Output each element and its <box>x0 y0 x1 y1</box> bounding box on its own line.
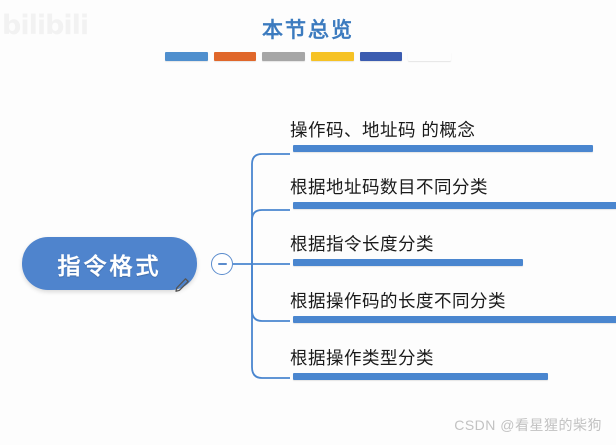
mindmap-root-label: 指令格式 <box>57 252 162 279</box>
branch-underline <box>293 145 593 152</box>
bar-green <box>408 52 451 61</box>
page-title: 本节总览 <box>262 17 354 42</box>
mindmap-container: 指令格式 操作码、地址码 的概念 根据地址码数目不同分类 根据指令长度分类 根据… <box>0 95 616 405</box>
branch-label: 根据操作类型分类 <box>290 348 434 368</box>
bar-blue-dark <box>359 52 403 61</box>
branch-label: 根据地址码数目不同分类 <box>290 177 488 197</box>
bilibili-watermark: bilibili <box>2 10 89 41</box>
collapse-toggle-button[interactable] <box>211 253 233 275</box>
branch-underline <box>293 202 616 209</box>
mindmap-connectors <box>233 153 290 379</box>
branch-underline <box>293 373 548 380</box>
branch-label: 操作码、地址码 的概念 <box>290 120 476 140</box>
bar-orange <box>213 52 257 61</box>
branch-underline <box>293 316 616 323</box>
csdn-watermark: CSDN @看星猩的柴狗 <box>454 417 602 433</box>
branch-label: 根据操作码的长度不同分类 <box>290 291 506 311</box>
decorative-color-bars <box>165 52 451 61</box>
minus-icon <box>217 263 227 265</box>
mindmap-root-node[interactable]: 指令格式 <box>22 237 197 290</box>
branch-underline <box>293 259 523 266</box>
branch-label: 根据指令长度分类 <box>290 234 434 254</box>
bar-gray <box>262 52 306 61</box>
bar-yellow <box>311 52 354 61</box>
pencil-icon <box>175 278 189 292</box>
bar-blue-light <box>165 52 208 61</box>
